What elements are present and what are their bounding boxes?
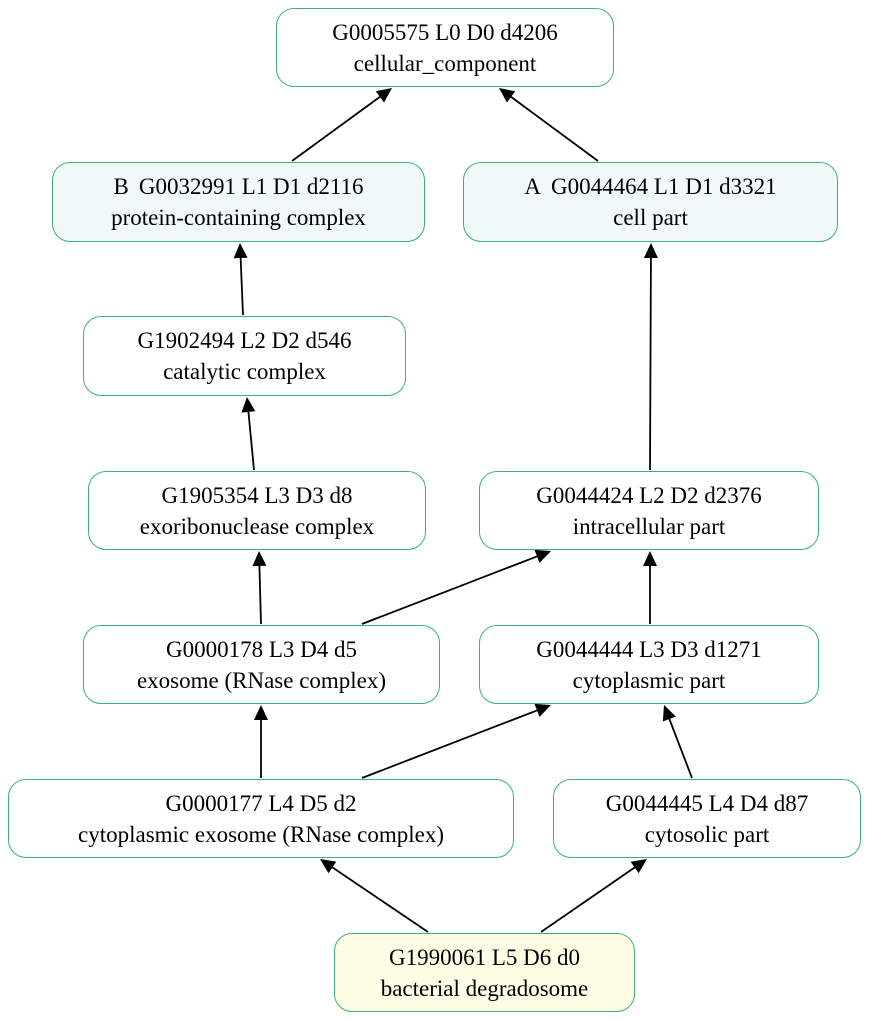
edge-line	[247, 411, 255, 471]
node-exosome-rnase-complex: G0000178 L3 D4 d5 exosome (RNase complex…	[83, 625, 440, 704]
edge-n10-to-n8	[662, 705, 693, 779]
node-code: G0044444 L3 D3 d1271	[536, 636, 762, 662]
edge-n7-to-n6	[361, 549, 551, 625]
arrowhead-icon	[534, 549, 551, 563]
edge-n7-to-n5	[252, 551, 267, 625]
edge-n6-to-n3	[643, 243, 658, 471]
edge-line	[361, 709, 538, 779]
node-code: G0000178 L3 D4 d5	[165, 636, 358, 662]
node-code: G1990061 L5 D6 d0	[388, 944, 581, 970]
edge-n2-to-n1	[291, 88, 392, 162]
arrowhead-icon	[534, 703, 551, 717]
node-cytoplasmic-exosome: G0000177 L4 D5 d2 cytoplasmic exosome (R…	[8, 779, 514, 858]
edge-n5-to-n4	[241, 397, 256, 471]
node-label: cytoplasmic exosome (RNase complex)	[78, 821, 444, 847]
node-code: G0044464 L1 D1 d3321	[551, 174, 777, 199]
edge-line	[540, 866, 636, 933]
node-label: protein-containing complex	[111, 205, 366, 230]
node-cytoplasmic-part: G0044444 L3 D3 d1271 cytoplasmic part	[479, 625, 819, 704]
node-label: cell part	[613, 205, 688, 230]
node-label: intracellular part	[572, 513, 726, 539]
node-cellular-component: G0005575 L0 D0 d4206 cellular_component	[276, 8, 614, 87]
arrowhead-icon	[499, 88, 516, 103]
edge-line	[649, 257, 652, 471]
node-label: cellular_component	[353, 50, 537, 76]
arrowhead-icon	[630, 859, 647, 874]
edge-n8-to-n6	[643, 551, 657, 624]
arrowhead-icon	[375, 88, 392, 103]
arrowhead-icon	[643, 243, 658, 259]
node-code: G0044424 L2 D2 d2376	[536, 482, 762, 508]
node-code: G0005575 L0 D0 d4206	[332, 19, 558, 45]
arrowhead-icon	[233, 243, 248, 259]
node-code: G1902494 L2 D2 d546	[137, 328, 352, 353]
node-label: catalytic complex	[163, 359, 326, 384]
edge-n9-to-n7	[254, 705, 268, 778]
edge-n3-to-n1	[499, 88, 599, 162]
node-label: cytosolic part	[644, 821, 770, 847]
edge-line	[331, 866, 429, 933]
edge-line	[361, 555, 538, 625]
edge-n11-to-n9	[320, 859, 429, 933]
edge-n11-to-n10	[540, 859, 647, 933]
node-label: cytoplasmic part	[572, 667, 726, 693]
node-label: bacterial degradosome	[380, 975, 589, 1001]
node-bacterial-degradosome: G1990061 L5 D6 d0 bacterial degradosome	[334, 933, 635, 1012]
node-label: exoribonuclease complex	[139, 513, 375, 539]
edge-n4-to-n2	[233, 243, 248, 316]
node-cytosolic-part: G0044445 L4 D4 d87 cytosolic part	[553, 779, 861, 858]
node-prefix: B	[113, 174, 129, 199]
node-code: G0032991 L1 D1 d2116	[138, 174, 364, 199]
arrowhead-icon	[252, 551, 267, 567]
arrowhead-icon	[241, 397, 256, 413]
edge-line	[291, 96, 381, 162]
node-code: G0000177 L4 D5 d2	[165, 790, 357, 816]
node-code: G1905354 L3 D3 d8	[161, 482, 353, 508]
edge-line	[258, 565, 262, 625]
node-catalytic-complex: G1902494 L2 D2 d546 catalytic complex	[83, 316, 406, 396]
node-prefix: A	[524, 174, 542, 199]
node-code: G0044445 L4 D4 d87	[605, 790, 809, 816]
node-label: exosome (RNase complex)	[136, 667, 387, 693]
node-protein-containing-complex: B G0032991 L1 D1 d2116 protein-containing…	[52, 162, 425, 242]
edge-n9-to-n8	[361, 703, 551, 779]
arrowhead-icon	[254, 705, 268, 720]
arrowhead-icon	[320, 859, 337, 874]
node-exoribonuclease-complex: G1905354 L3 D3 d8 exoribonuclease comple…	[88, 471, 426, 550]
edge-line	[239, 257, 244, 316]
arrowhead-icon	[662, 705, 676, 722]
arrowhead-icon	[643, 551, 657, 566]
node-cell-part: A G0044464 L1 D1 d3321 cell part	[463, 162, 838, 242]
edge-line	[668, 718, 693, 779]
edge-line	[510, 96, 599, 162]
node-intracellular-part: G0044424 L2 D2 d2376 intracellular part	[479, 471, 819, 550]
